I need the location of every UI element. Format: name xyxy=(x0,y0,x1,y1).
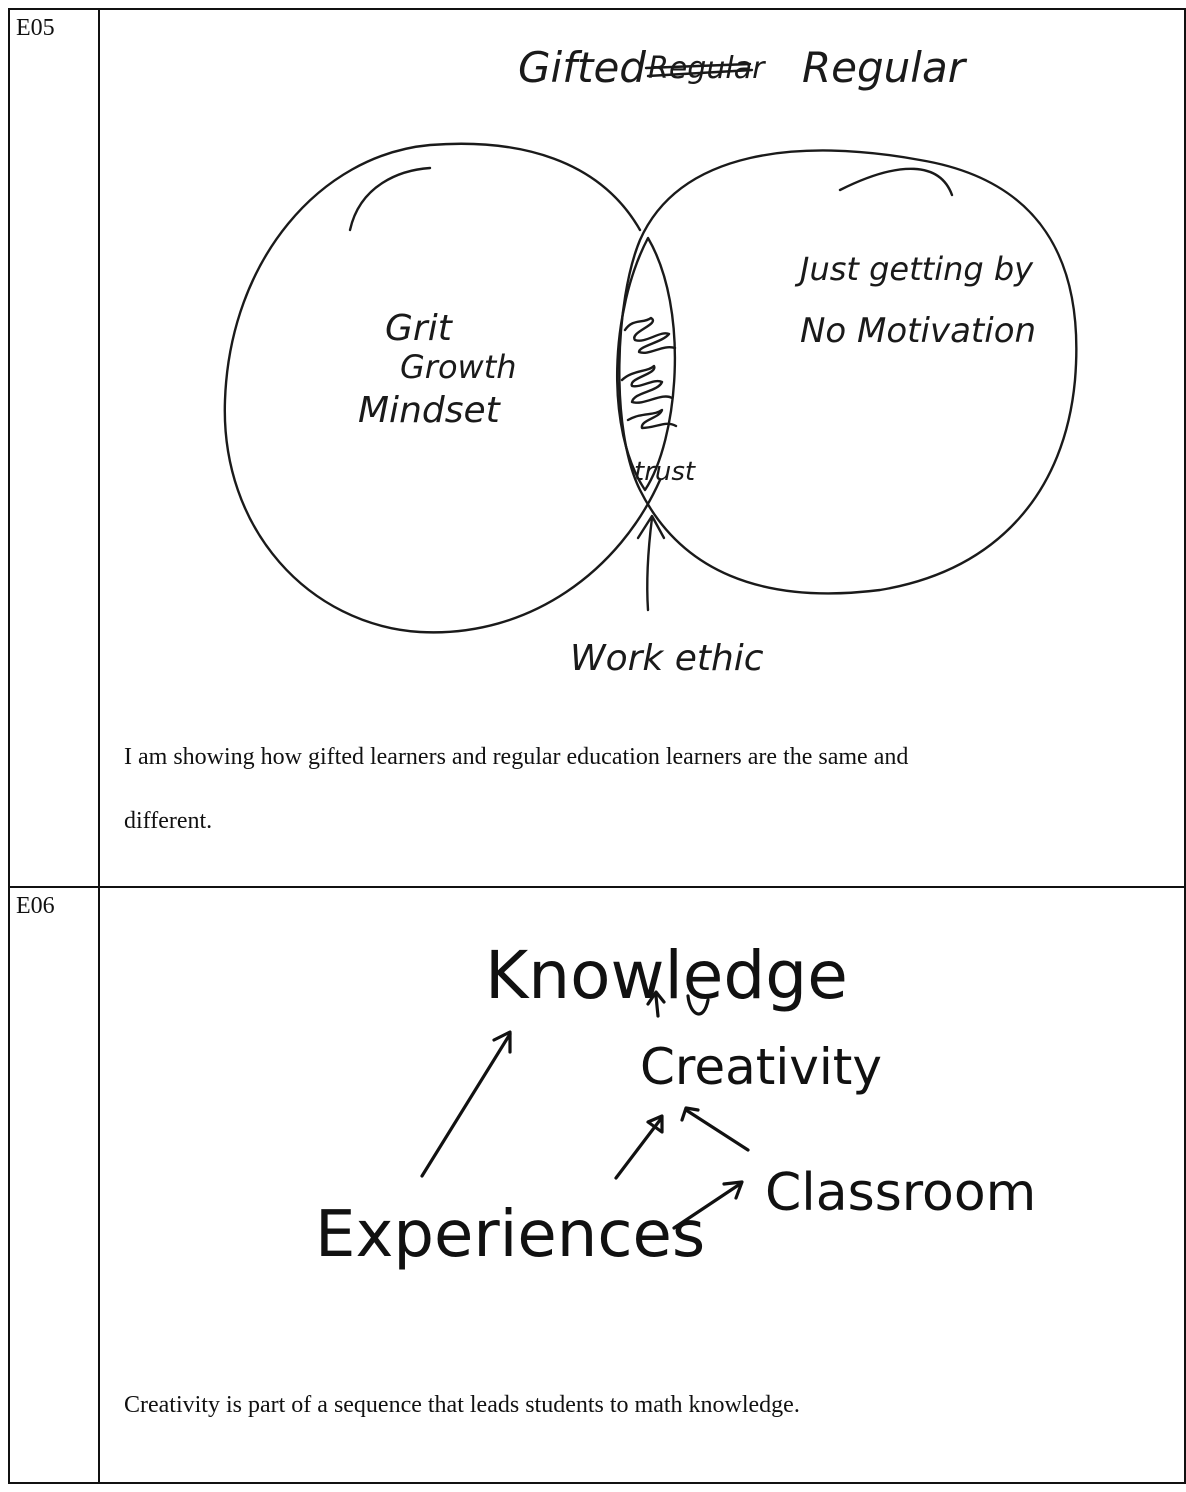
entry-content-cell: trust Gifted Regular Regular Grit Growth… xyxy=(98,8,1186,888)
venn-right-circle xyxy=(618,149,1078,595)
arrow-experiences-to-creativity xyxy=(614,1114,664,1180)
node-knowledge: Knowledge xyxy=(485,937,848,1014)
node-creativity: Creativity xyxy=(640,1038,882,1096)
entry-id: E05 xyxy=(16,15,55,41)
caption-line: Creativity is part of a sequence that le… xyxy=(124,1392,800,1418)
venn-left-circle-tail xyxy=(348,166,432,232)
work-ethic-arrow xyxy=(646,516,654,612)
entry-id: E06 xyxy=(16,893,55,919)
table-row: E05 trust xyxy=(8,8,1186,888)
venn-overlap-outline xyxy=(615,236,677,492)
node-classroom: Classroom xyxy=(765,1163,1036,1223)
concept-map-drawing: Knowledge Creativity Experiences Classro… xyxy=(315,937,1036,1272)
right-region-line-2: No Motivation xyxy=(800,311,1036,351)
entry-content-cell: Knowledge Creativity Experiences Classro… xyxy=(98,886,1186,1484)
entry-id-cell: E06 xyxy=(8,886,100,1484)
left-circle-label: Gifted xyxy=(518,43,646,92)
venn-diagram-drawing: trust Gifted Regular Regular Grit Growth… xyxy=(223,43,1078,679)
entry-id-cell: E05 xyxy=(8,8,100,888)
arrow-label: Work ethic xyxy=(570,638,764,679)
node-experiences: Experiences xyxy=(315,1198,705,1272)
left-region-line-3: Mindset xyxy=(358,390,502,431)
arrow-experiences-to-classroom xyxy=(672,1180,744,1230)
arrow-classroom-to-creativity xyxy=(680,1106,750,1152)
right-region-line-1: Just getting by xyxy=(794,250,1034,288)
left-region-line-2: Growth xyxy=(400,348,517,386)
caption-line: different. xyxy=(124,808,213,834)
knowledge-tail-stroke xyxy=(686,994,710,1016)
svg-text:Regular: Regular xyxy=(648,51,766,86)
work-ethic-arrowhead xyxy=(636,514,666,540)
right-circle-label: Regular xyxy=(802,43,968,92)
arrow-creativity-to-knowledge xyxy=(646,990,666,1018)
overlap-word: trust xyxy=(634,457,696,487)
venn-right-circle-hook xyxy=(838,167,954,197)
struck-label: Regular xyxy=(644,51,766,86)
caption-line: I am showing how gifted learners and reg… xyxy=(124,744,909,770)
venn-left-circle xyxy=(223,142,662,634)
left-region-line-1: Grit xyxy=(385,308,454,349)
scribbled-out-words xyxy=(620,316,678,430)
entries-table: E05 trust xyxy=(8,8,1186,1484)
table-row: E06 Knowledge Creativity Experiences Cla… xyxy=(8,886,1186,1484)
arrow-experiences-to-knowledge xyxy=(420,1030,512,1178)
